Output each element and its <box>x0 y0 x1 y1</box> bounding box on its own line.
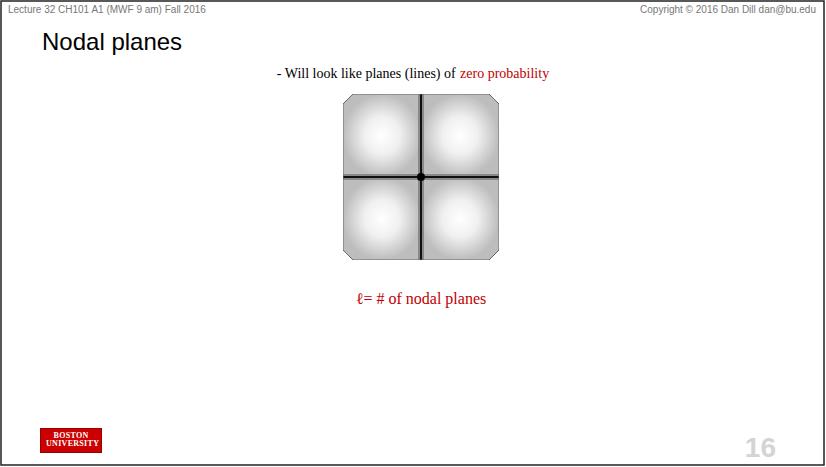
bullet-text: - Will look like planes (lines) of <box>277 66 456 81</box>
nodal-plane-plot <box>343 94 499 260</box>
slide-title: Nodal planes <box>42 28 182 56</box>
page-number: 16 <box>745 432 776 464</box>
logo-text: BOSTON UNIVERSITY <box>46 432 96 449</box>
highlight-text: zero probability <box>460 66 549 81</box>
header-left: Lecture 32 CH101 A1 (MWF 9 am) Fall 2016 <box>8 4 206 15</box>
university-logo: BOSTON UNIVERSITY <box>40 428 102 453</box>
header-right: Copyright © 2016 Dan Dill dan@bu.edu <box>640 4 816 15</box>
rule-text: ℓ= # of nodal planes <box>356 290 486 308</box>
bullet-line: - Will look like planes (lines) of zero … <box>0 64 826 82</box>
